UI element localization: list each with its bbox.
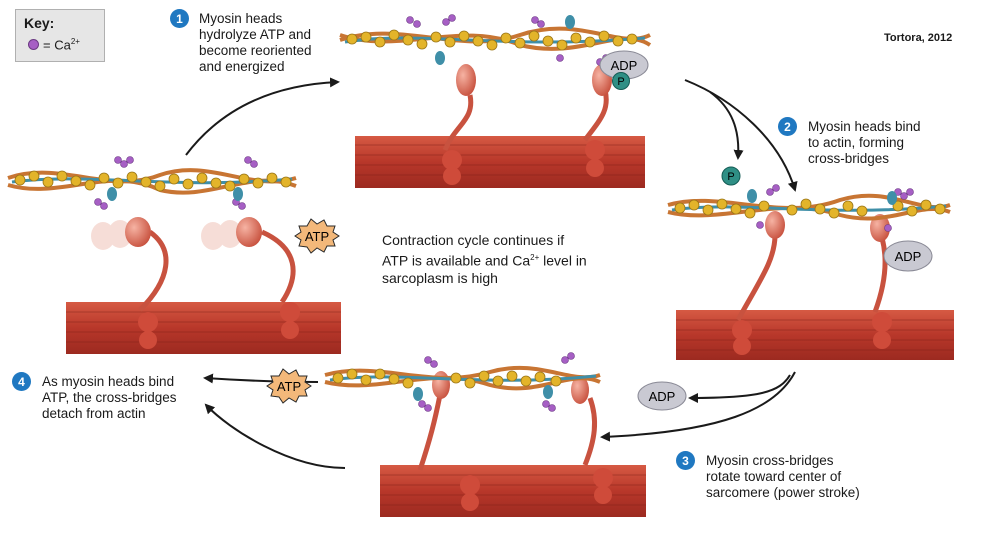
- myosin-head: [236, 217, 262, 247]
- myosin-neck: [260, 229, 296, 304]
- actin-strand: [324, 365, 601, 380]
- myosin-tail-knob: [460, 475, 480, 495]
- arrow-2-to-3: [600, 371, 796, 442]
- key-legend: Key: = Ca2+: [15, 9, 105, 62]
- myosin-tail-knob: [442, 150, 462, 170]
- myosin-head: [571, 376, 589, 404]
- step-1-badge: 1: [170, 9, 189, 28]
- myosin-tail-knob: [732, 320, 752, 340]
- step-4-text: As myosin heads bind ATP, the cross-brid…: [42, 374, 177, 421]
- myosin-tail-knob: [138, 312, 158, 332]
- myosin-tail-knob: [872, 312, 892, 332]
- thick-filament: [676, 310, 954, 360]
- myosin-head: [432, 371, 450, 399]
- myosin-tail-knob: [733, 337, 751, 355]
- arrow-3-to-4: [204, 403, 346, 469]
- phosphate-label: P: [727, 171, 734, 183]
- myosin-tail-knob: [873, 331, 891, 349]
- myosin-tail-knob: [139, 331, 157, 349]
- myosin-neck: [442, 94, 474, 152]
- arrow-1-to-2: [684, 79, 798, 192]
- panel-1-energized: [339, 14, 652, 188]
- step-2-badge: 2: [778, 117, 797, 136]
- tropomyosin-blobs: [107, 15, 897, 401]
- step-3-badge: 3: [676, 451, 695, 470]
- key-title: Key:: [24, 15, 55, 31]
- myosin-tail-knob: [586, 159, 604, 177]
- myosin-tail-knob: [281, 321, 299, 339]
- step-2-text: Myosin heads bind to actin, forming cros…: [808, 119, 921, 166]
- myosin-head: [125, 217, 151, 247]
- panel-2-cross-bridges: [667, 184, 954, 360]
- atp-burst: ATP: [294, 218, 340, 254]
- panel-3-power-stroke: [324, 352, 646, 517]
- myosin-neck: [138, 229, 169, 312]
- adp-badge: ADP: [637, 381, 687, 411]
- step-3-text: Myosin cross-bridges rotate toward cente…: [706, 453, 860, 500]
- adp-label: ADP: [649, 389, 676, 404]
- key-item-label: = Ca2+: [43, 37, 80, 53]
- myosin-tail-knob: [443, 167, 461, 185]
- arrow-p-release: [709, 91, 744, 160]
- thick-filament-stripes: [676, 319, 954, 351]
- atp-label: ATP: [305, 229, 329, 244]
- myosin-tail-knob: [585, 140, 605, 160]
- key-item-calcium: = Ca2+: [28, 37, 80, 52]
- myosin-head: [870, 214, 890, 242]
- phosphate-label: P: [617, 76, 624, 88]
- calcium-ions: [756, 184, 914, 232]
- panel-4-detached: [7, 15, 897, 401]
- troponin-beads: [14, 170, 292, 192]
- myosin-head: [456, 64, 476, 96]
- myosin-head: [765, 211, 785, 239]
- atp-label: ATP: [277, 379, 301, 394]
- myosin-tail-knob: [593, 468, 613, 488]
- troponin-beads: [674, 198, 946, 219]
- phosphate-badge: P: [612, 72, 630, 90]
- citation: Tortora, 2012: [884, 32, 953, 44]
- step-4-badge: 4: [12, 372, 31, 391]
- adp-label: ADP: [895, 249, 922, 264]
- step-1-text: Myosin heads hydrolyze ATP and become re…: [199, 11, 312, 74]
- arrow-4-to-1: [185, 77, 340, 156]
- calcium-icon: [28, 39, 39, 51]
- atp-burst: ATP: [266, 368, 312, 404]
- adp-label: ADP: [611, 58, 638, 73]
- adp-badge: ADP: [599, 50, 649, 80]
- myosin-tail-knob: [461, 493, 479, 511]
- adp-badge: ADP: [883, 240, 933, 272]
- troponin-beads: [332, 368, 562, 389]
- calcium-ions: [418, 352, 575, 412]
- ghost-myosin-heads: [91, 220, 242, 250]
- myosin-neck: [582, 397, 597, 466]
- troponin-beads: [346, 29, 638, 51]
- arrow-adp-release: [688, 374, 791, 403]
- actin-strand: [667, 193, 951, 210]
- myosin-neck: [583, 89, 609, 142]
- myosin-tail-knob: [280, 302, 300, 322]
- center-note: Contraction cycle continues if ATP is av…: [382, 232, 587, 286]
- myosin-tail-knob: [594, 486, 612, 504]
- myosin-neck: [735, 234, 778, 322]
- phosphate-badge: P: [721, 166, 741, 186]
- myosin-neck: [417, 394, 443, 471]
- actin-strand: [667, 205, 951, 221]
- myosin-neck: [872, 237, 888, 313]
